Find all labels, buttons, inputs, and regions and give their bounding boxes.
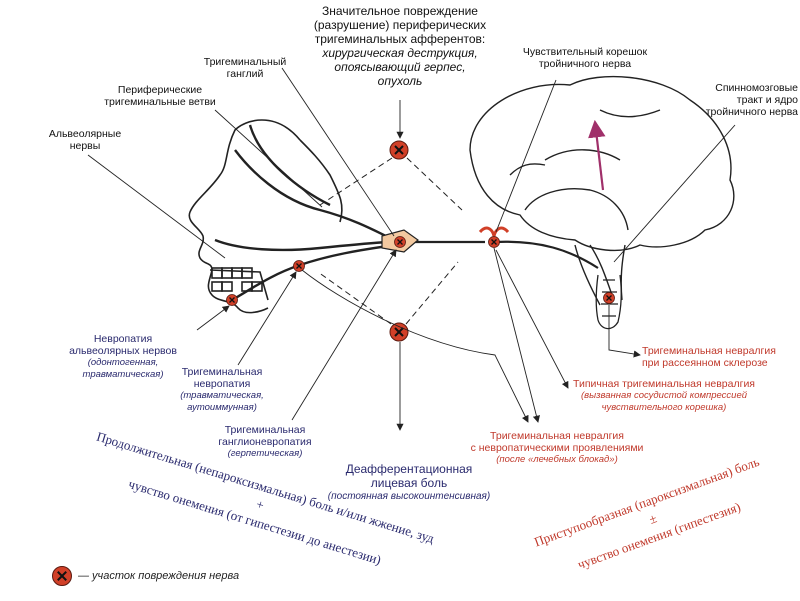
face-outline-icon	[188, 119, 343, 314]
ganglioneuropathy-line1: Тригеминальная	[224, 424, 306, 436]
trig-neuropathy-label: Тригеминальная невропатия (травматическа…	[162, 366, 282, 414]
ganglion-icon	[381, 229, 419, 253]
neuralgia-neuropathic-label: Тригеминальная невралгия с невропатическ…	[462, 430, 652, 466]
typical-neuralgia-line1: Типичная тригеминальная невралгия	[573, 378, 755, 390]
center-title-line6: опухоль	[377, 74, 423, 88]
alveolar-nerves-line2: нервы	[69, 140, 101, 152]
sensory-root-lesion	[478, 226, 510, 249]
label-pointers	[87, 67, 736, 431]
center-title-line2: (разрушение) периферических	[313, 18, 487, 32]
deafferentation-line2: лицевая боль	[370, 476, 448, 490]
center-title-line3: тригеминальных афферентов:	[314, 32, 486, 46]
legend: — участок повреждения нерва	[52, 566, 239, 586]
alveolar-neuropathy-line1: Невропатия	[93, 333, 153, 345]
pink-arrow	[588, 119, 606, 191]
trig-neuropathy-line3: (травматическая,	[180, 390, 264, 401]
center-title-line1: Значительное повреждение	[322, 4, 478, 18]
peripheral-branches-label: Периферические тригеминальные ветви	[90, 84, 230, 108]
spinal-tract-label: Спинномозговые тракт и ядро тройничного …	[686, 82, 798, 118]
typical-neuralgia-label: Типичная тригеминальная невралгия (вызва…	[566, 378, 762, 414]
ganglioneuropathy-line3: (герпетическая)	[227, 448, 303, 459]
neuralgia-neuropathic-line1: Тригеминальная невралгия	[490, 430, 624, 442]
trig-ganglion-label: Тригеминальный ганглий	[190, 56, 300, 80]
center-title-line4: хирургическая деструкция,	[322, 46, 478, 60]
neuralgia-neuropathic-line2: с невропатическими проявлениями	[470, 442, 644, 454]
trig-ganglion-line1: Тригеминальный	[203, 56, 287, 68]
alveolar-nerves-label: Альвеолярные нервы	[40, 128, 130, 152]
sensory-root-line2: тройничного нерва	[538, 58, 632, 70]
peripheral-trigeminal-branches	[214, 124, 391, 302]
spinal-cord-icon	[595, 274, 622, 330]
sensory-root-label: Чувствительный корешок тройничного нерва	[505, 46, 665, 70]
center-title: Значительное повреждение (разрушение) пе…	[300, 4, 500, 88]
trig-neuropathy-line2: невропатия	[193, 378, 251, 390]
trig-ganglion-line2: ганглий	[226, 68, 264, 80]
neuralgia-neuropathic-line3: (после «лечебных блокад»)	[496, 454, 618, 465]
alveolar-neuropathy-line4: травматическая)	[82, 369, 164, 380]
ganglioneuropathy-line2: ганглионевропатия	[218, 436, 312, 448]
main-nerve-trunk	[408, 240, 599, 269]
deafferentation-line1: Деафферентационная	[345, 462, 473, 476]
deafferentation-label: Деафферентационная лицевая боль (постоян…	[314, 462, 504, 504]
spinal-tract-line1: Спинномозговые	[715, 82, 798, 94]
spinal-tract-line3: тройничного нерва	[705, 106, 798, 118]
alveolar-neuropathy-line3: (одонтогенная,	[87, 357, 159, 368]
ms-neuralgia-label: Тригеминальная невралгия при рассеянном …	[642, 345, 798, 369]
lesion-x-marker-icon	[52, 566, 72, 586]
trig-neuropathy-line4: аутоиммунная)	[187, 402, 257, 413]
dashed-connectors	[317, 157, 463, 325]
ms-neuralgia-line2: при рассеянном склерозе	[642, 357, 768, 369]
sensory-root-line1: Чувствительный корешок	[522, 46, 648, 58]
lesion-x-marker-icon	[225, 293, 239, 307]
ganglioneuropathy-label: Тригеминальная ганглионевропатия (герпет…	[200, 424, 330, 460]
alveolar-nerves-line1: Альвеолярные	[48, 128, 122, 140]
peripheral-branches-line2: тригеминальные ветви	[104, 96, 216, 108]
trig-neuropathy-line1: Тригеминальная	[181, 366, 263, 378]
typical-neuralgia-line3: чувствительного корешка)	[601, 402, 727, 413]
deafferentation-line3: (постоянная высокоинтенсивная)	[327, 491, 491, 502]
spinal-tract-line2: тракт и ядро	[736, 94, 798, 106]
ms-neuralgia-line1: Тригеминальная невралгия	[642, 345, 776, 357]
lesion-x-marker-icon	[389, 322, 409, 342]
center-title-line5: опоясывающий герпес,	[334, 60, 466, 74]
lesion-x-marker-icon	[602, 291, 616, 305]
peripheral-branches-line1: Периферические	[117, 84, 203, 96]
alveolar-neuropathy-line2: альвеолярных нервов	[69, 345, 177, 357]
legend-text: — участок повреждения нерва	[78, 570, 240, 582]
lesion-x-marker-icon	[292, 259, 306, 273]
typical-neuralgia-line2: (вызванная сосудистой компрессией	[580, 390, 748, 401]
alveolar-neuropathy-label: Невропатия альвеолярных нервов (одонтоге…	[48, 333, 198, 381]
lesion-x-marker-icon	[389, 140, 409, 160]
